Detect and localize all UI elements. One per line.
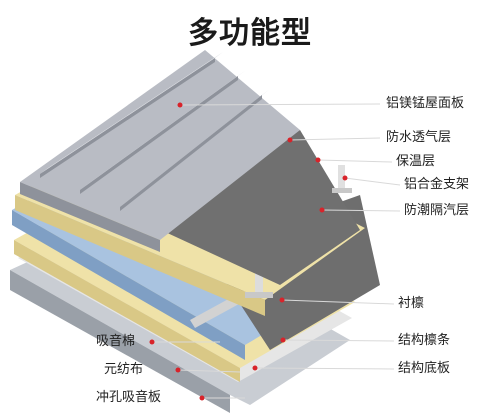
leader-sub-purlin (281, 299, 395, 305)
dot-bracket (342, 175, 348, 181)
roof-panel-edge (20, 182, 160, 252)
dot-insulation (315, 157, 321, 163)
dot-structural-purlin (280, 337, 286, 343)
label-bracket: 铝合金支架 (404, 177, 470, 192)
leader-base-panel (254, 367, 395, 370)
roof-rib-0 (40, 52, 223, 174)
dot-sound-cotton (149, 339, 155, 345)
aluminium-bracket (332, 165, 352, 193)
dot-sub-purlin (279, 297, 285, 303)
page-title: 多功能型 (188, 16, 312, 51)
dot-base-panel (252, 365, 258, 371)
leader-lines (149, 102, 401, 401)
label-roof-panel: 铝镁锰屋面板 (386, 96, 465, 111)
label-perforated-panel: 冲孔吸音板 (96, 390, 162, 405)
label-structural-purlin: 结构檩条 (398, 333, 451, 348)
label-waterproof: 防水透气层 (386, 130, 452, 145)
leader-roof-panel (179, 103, 381, 106)
dot-perforated-panel (199, 395, 205, 401)
leader-vapor-barrier (321, 209, 401, 212)
leader-insulation (317, 159, 393, 163)
leader-waterproof (289, 137, 381, 141)
label-sound-cotton: 吸音棉 (96, 334, 136, 349)
dot-roof-panel (177, 102, 183, 108)
roof-panel-layer (20, 50, 300, 252)
roof-rib-shadow-0 (40, 58, 215, 178)
dot-vapor-barrier (319, 207, 325, 213)
label-sub-purlin: 衬檩 (398, 296, 425, 311)
roof-panel-surface (20, 50, 300, 240)
label-nonwoven: 元纺布 (104, 362, 144, 377)
leader-bracket (344, 177, 401, 186)
roof-rib-1 (80, 70, 246, 190)
dot-waterproof (287, 137, 293, 143)
label-insulation: 保温层 (396, 154, 436, 169)
roof-rib-shadow-1 (80, 76, 238, 194)
waterproof-layer (150, 130, 360, 285)
roof-rib-shadow-2 (120, 95, 262, 211)
label-vapor-barrier: 防潮隔汽层 (404, 203, 470, 218)
dot-nonwoven (175, 367, 181, 373)
label-base-panel: 结构底板 (398, 361, 451, 376)
leader-nonwoven (177, 369, 241, 373)
leader-structural-purlin (282, 339, 395, 342)
